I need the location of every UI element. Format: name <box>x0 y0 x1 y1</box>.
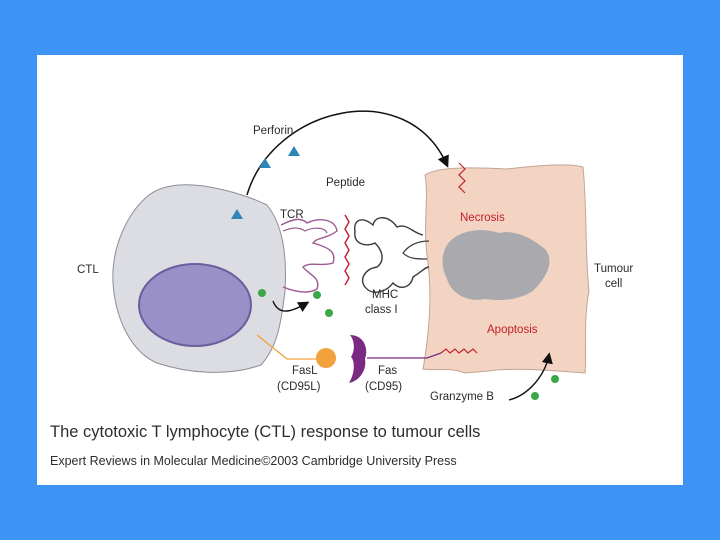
granzyme-b-label: Granzyme B <box>430 391 494 403</box>
granzyme-granule <box>258 289 266 297</box>
apoptosis-squiggle <box>440 348 478 354</box>
slide-panel: Perforin Peptide TCR CTL Necrosis Tumour… <box>37 55 683 485</box>
fas-stem <box>367 352 442 359</box>
fasl-label-line2: (CD95L) <box>277 381 321 393</box>
granzyme-b-arrow <box>508 352 553 401</box>
fas-label-line2: (CD95) <box>365 381 402 393</box>
ctl-nucleus <box>138 263 252 347</box>
granzyme-granule <box>313 291 321 299</box>
mhc-label-line2: class I <box>365 304 398 316</box>
tcr-label: TCR <box>280 209 304 221</box>
ctl-label: CTL <box>77 264 99 276</box>
apoptosis-label: Apoptosis <box>487 324 538 336</box>
tumour-nucleus <box>442 230 550 301</box>
necrosis-squiggle <box>458 162 466 194</box>
fasl-label-line1: FasL <box>292 365 318 377</box>
tumour-cell-label-line2: cell <box>605 278 622 290</box>
tumour-cell-label-line1: Tumour <box>594 263 633 275</box>
ctl-diagram: Perforin Peptide TCR CTL Necrosis Tumour… <box>77 110 633 403</box>
granzyme-granule <box>551 375 559 383</box>
necrosis-label: Necrosis <box>460 212 505 224</box>
tcr-receptor <box>282 227 328 234</box>
figure-credit: Expert Reviews in Molecular Medicine©200… <box>50 454 457 468</box>
fas-label-line1: Fas <box>378 365 397 377</box>
peptide-chain <box>344 214 350 286</box>
perforin-label: Perforin <box>253 125 293 137</box>
mhc-class-i <box>402 240 430 260</box>
perforin-molecule <box>231 209 243 219</box>
perforin-molecule <box>259 158 271 168</box>
peptide-label: Peptide <box>326 177 365 189</box>
granzyme-release-arrow <box>272 300 310 313</box>
fas-receptor <box>349 335 367 383</box>
fasl-ligand <box>316 348 336 368</box>
mhc-label-line1: MHC <box>372 289 398 301</box>
tcr-receptor <box>280 218 338 293</box>
granzyme-granule <box>325 309 333 317</box>
figure-caption: The cytotoxic T lymphocyte (CTL) respons… <box>50 423 481 441</box>
fasl-stem <box>256 334 319 360</box>
perforin-molecule <box>288 146 300 156</box>
granzyme-granule <box>531 392 539 400</box>
mhc-class-i <box>354 217 430 293</box>
